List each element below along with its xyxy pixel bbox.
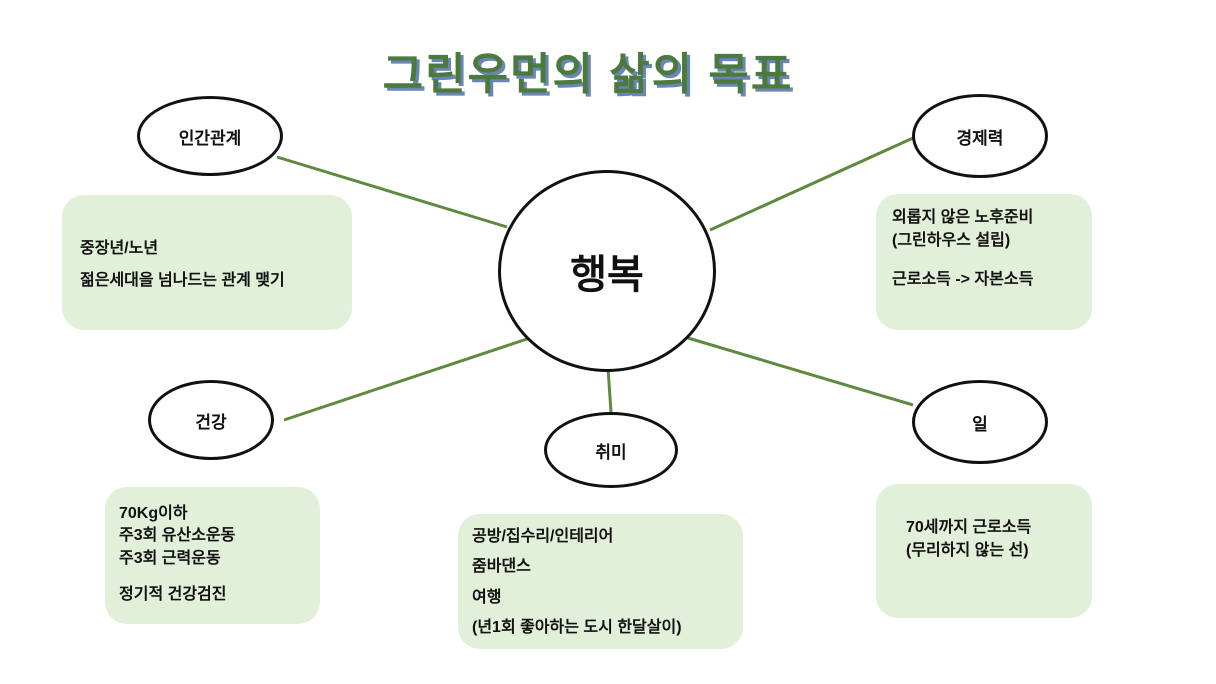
diagram-title: 그린우먼의 삶의 목표 [382,50,794,99]
node-hobby: 취미 [544,412,678,488]
detail-line: 외롭지 않은 노후준비 [892,209,1034,226]
detail-line: 주3회 근력운동 [119,549,221,567]
detail-line: 주3회 유산소운동 [119,527,236,545]
detail-box-hobby: 공방/집수리/인테리어 줌바댄스 여행 (년1회 좋아하는 도시 한달살이) [458,514,743,649]
detail-line: 70세까지 근로소득 [906,519,1032,536]
detail-line: 젊은세대을 넘나드는 관계 맺기 [80,272,285,289]
detail-line: 여행 [472,588,502,606]
detail-line: (년1회 좋아하는 도시 한달살이) [472,619,682,637]
connector-work [687,336,914,407]
node-health: 건강 [148,380,274,460]
detail-line: 근로소득 -> 자본소득 [892,271,1034,289]
node-work: 일 [912,380,1048,464]
detail-line: 중장년/노년 [80,240,159,257]
detail-line: 줌바댄스 [472,558,531,576]
detail-line: (무리하지 않는 선) [906,542,1029,560]
connector-relationship [276,155,508,229]
detail-box-work: 70세까지 근로소득 (무리하지 않는 선) [876,484,1092,618]
detail-line: (그린하우스 설립) [892,232,1011,250]
node-relationship: 인간관계 [137,96,283,176]
detail-line: 70Kg이하 [119,505,188,522]
node-economy: 경제력 [912,94,1048,178]
detail-box-relationship: 중장년/노년 젊은세대을 넘나드는 관계 맺기 [62,195,352,330]
connector-economy [709,136,914,232]
detail-box-health: 70Kg이하 주3회 유산소운동 주3회 근력운동 정기적 건강검진 [105,487,320,624]
detail-box-economy: 외롭지 않은 노후준비 (그린하우스 설립) 근로소득 -> 자본소득 [876,194,1092,330]
detail-line: 공방/집수리/인테리어 [472,528,614,545]
detail-line: 정기적 건강검진 [119,586,227,604]
connector-health [283,336,531,422]
center-node-happiness: 행복 [498,170,716,372]
connector-hobby [606,367,613,413]
